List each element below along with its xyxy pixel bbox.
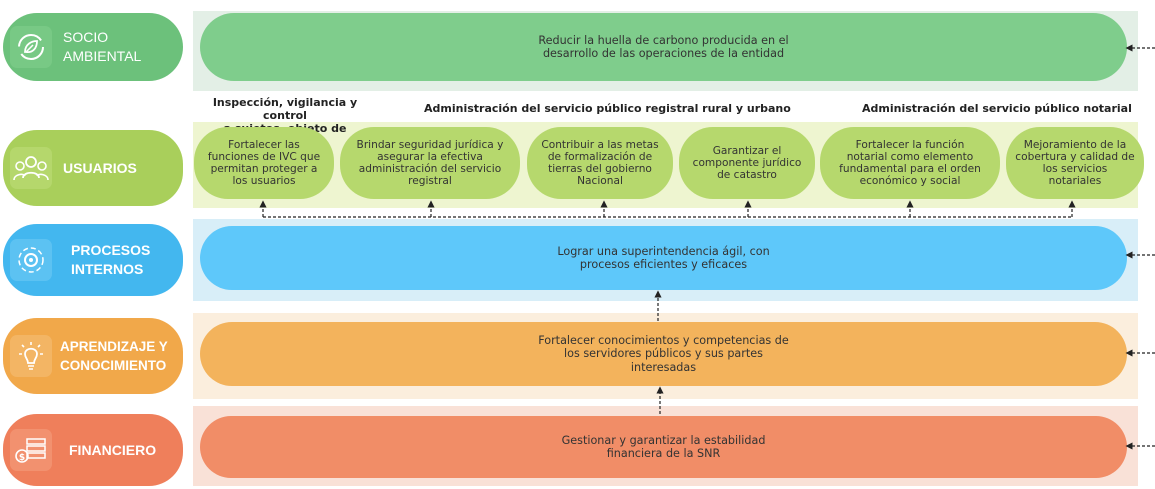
objective-usuarios-formalizacion: Contribuir a las metas de formalización … — [527, 127, 673, 199]
users-group-icon — [10, 147, 52, 189]
perspective-label: SOCIO AMBIENTAL — [63, 29, 142, 64]
perspective-financiero: $ FINANCIERO — [3, 414, 183, 486]
perspective-socio-ambiental: SOCIO AMBIENTAL — [3, 13, 183, 81]
perspective-procesos-internos: PROCESOS INTERNOS — [3, 224, 183, 296]
perspective-label: FINANCIERO — [69, 442, 157, 458]
header-registral: Administración del servicio público regi… — [424, 102, 791, 115]
objective-procesos-internos: Lograr una superintendencia ágil, con pr… — [200, 226, 1127, 290]
gear-cycle-icon — [10, 239, 52, 281]
perspective-label: USUARIOS — [63, 160, 137, 176]
objective-usuarios-ivc: Fortalecer las funciones de IVC que perm… — [194, 127, 334, 199]
perspective-label: PROCESOS INTERNOS — [71, 242, 151, 277]
objective-aprendizaje: Fortalecer conocimientos y competencias … — [200, 322, 1127, 386]
objective-socio-ambiental: Reducir la huella de carbono producida e… — [200, 13, 1127, 81]
perspective-usuarios: USUARIOS — [3, 130, 183, 206]
svg-text:$: $ — [19, 453, 25, 463]
objective-usuarios-cobertura: Mejoramiento de la cobertura y calidad d… — [1006, 127, 1144, 199]
perspective-label: APRENDIZAJE Y CONOCIMIENTO — [60, 339, 168, 373]
money-stack-icon: $ — [10, 429, 52, 471]
header-notarial: Administración del servicio público nota… — [862, 102, 1132, 115]
perspective-aprendizaje: APRENDIZAJE Y CONOCIMIENTO — [3, 318, 183, 394]
objective-financiero: Gestionar y garantizar la estabilidad fi… — [200, 416, 1127, 478]
lightbulb-icon — [10, 335, 52, 377]
objective-usuarios-catastro: Garantizar el componente jurídico de cat… — [679, 127, 815, 199]
objective-usuarios-seguridad: Brindar seguridad jurídica y asegurar la… — [340, 127, 520, 199]
objective-usuarios-notarial: Fortalecer la función notarial como elem… — [820, 127, 1000, 199]
recycle-leaf-icon — [10, 26, 52, 68]
